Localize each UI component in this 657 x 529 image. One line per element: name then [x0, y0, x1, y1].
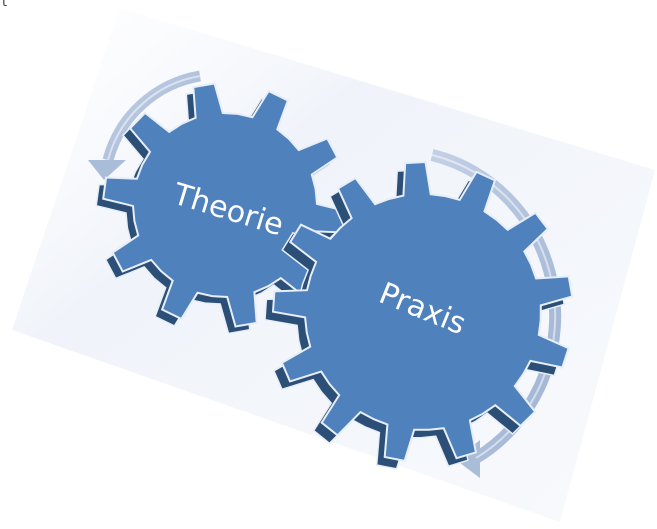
gear-icon: Praxis — [264, 160, 574, 470]
rotation-arrow-icon — [88, 70, 201, 180]
gear-icon: Theorie — [95, 82, 348, 335]
corner-mark: t — [2, 0, 8, 10]
